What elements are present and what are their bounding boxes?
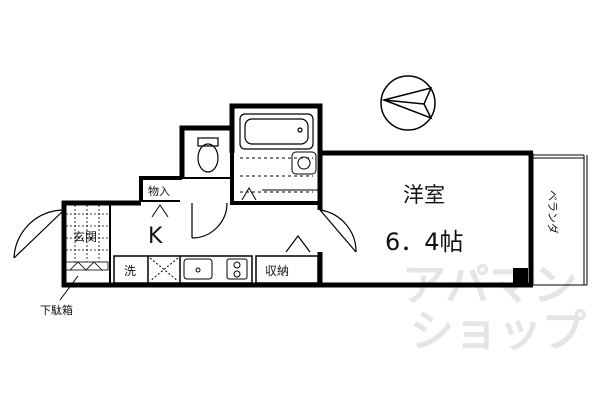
walls — [61, 103, 534, 288]
entrance-door — [13, 209, 65, 259]
watermark-logo: アパマン ショップ — [402, 260, 586, 357]
balcony-label: ベランダ — [546, 190, 560, 234]
washer-label: 洗 — [124, 264, 136, 278]
room-door — [285, 209, 357, 253]
watermark-line2: ショップ — [410, 306, 586, 357]
kitchen-fixtures — [149, 257, 248, 282]
entrance-label: 玄関 — [73, 229, 97, 244]
western-room-name: 洋室 — [403, 183, 445, 207]
shoe-box-leader — [59, 275, 79, 301]
bathtub — [239, 113, 314, 150]
pillar — [513, 268, 528, 283]
shoe-box-label: 下駄箱 — [40, 303, 73, 317]
washbasin — [240, 151, 318, 201]
entrance-floor — [65, 205, 109, 271]
storage-label: 物入 — [148, 184, 170, 198]
north-arrow-icon — [380, 75, 436, 131]
balcony — [533, 154, 588, 286]
toilet-icon — [197, 137, 219, 173]
kitchen-label: K — [148, 224, 163, 249]
closet-label: 収納 — [265, 264, 289, 278]
inner-door — [191, 202, 228, 239]
western-room-size: 6．4帖 — [385, 228, 464, 256]
storage-door — [151, 204, 169, 218]
